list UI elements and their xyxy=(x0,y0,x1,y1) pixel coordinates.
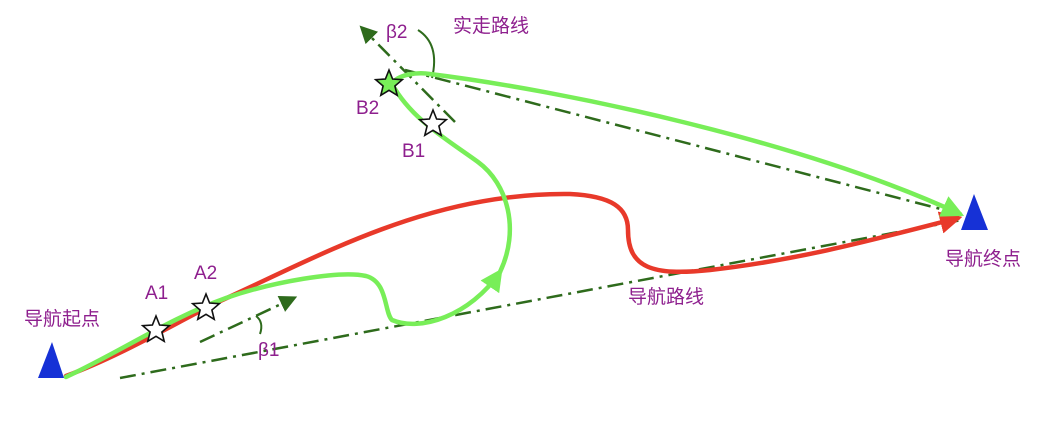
nav-end-marker-icon xyxy=(961,194,988,230)
waypoint-b1-label: B1 xyxy=(402,141,425,162)
waypoint-b2-star-icon xyxy=(373,67,405,97)
waypoint-a1-star-icon xyxy=(140,313,172,343)
angle-arc-beta2 xyxy=(417,29,436,79)
reference-line-lower xyxy=(119,218,963,380)
nav-end-label: 导航终点 xyxy=(945,248,1021,270)
nav-start-label: 导航起点 xyxy=(24,308,100,330)
waypoint-b2-label: B2 xyxy=(356,98,379,119)
navigation-route-line xyxy=(63,191,963,379)
angle-beta2-label: β2 xyxy=(386,22,408,43)
actual-route-line xyxy=(63,268,503,380)
actual-route-line-2 xyxy=(389,81,513,275)
waypoint-a2-star-icon xyxy=(190,291,222,321)
heading-arrow-beta1 xyxy=(199,296,298,344)
actual-route-label: 实走路线 xyxy=(453,15,529,37)
actual-route-line-3 xyxy=(389,71,965,217)
nav-route-label: 导航路线 xyxy=(628,286,704,308)
nav-start-marker-icon xyxy=(38,342,64,378)
waypoint-a2-label: A2 xyxy=(194,263,217,284)
angle-beta1-label: β1 xyxy=(258,340,280,361)
waypoint-a1-label: A1 xyxy=(145,283,168,304)
reference-line-upper xyxy=(404,68,961,216)
angle-arc-beta1 xyxy=(255,315,263,335)
waypoint-b1-star-icon xyxy=(417,107,449,137)
